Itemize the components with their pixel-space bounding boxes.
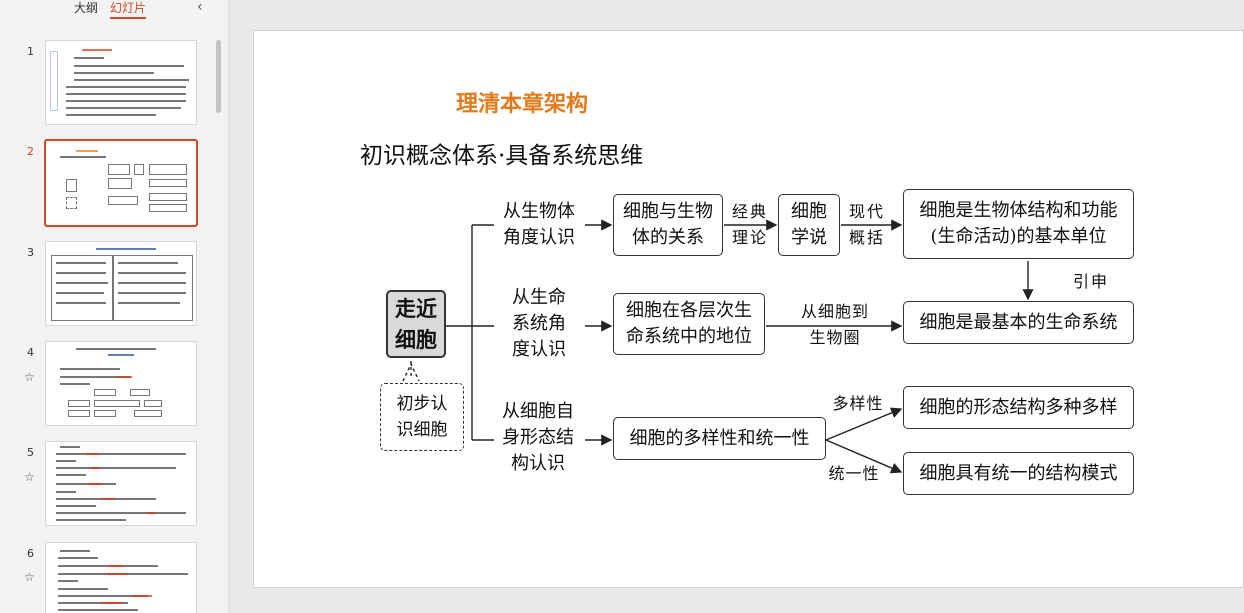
slide-preview[interactable]	[45, 441, 197, 526]
slide-number: 4	[27, 346, 34, 359]
diverse-morphology-node: 细胞的形态结构多种多样	[903, 386, 1134, 429]
slide-number: 5	[27, 446, 34, 459]
basic-life-system-node: 细胞是最基本的生命系统	[903, 301, 1134, 344]
slide-preview[interactable]	[45, 241, 197, 326]
tab-slides[interactable]: 幻灯片	[110, 0, 147, 19]
slide-canvas[interactable]: 理清本章架构 初识概念体系·具备系统思维 走近 细胞 初步认 识细胞 从生物体 …	[253, 30, 1244, 588]
common-structure-node: 细胞具有统一的结构模式	[903, 452, 1134, 495]
panel-tabs: 大纲 幻灯片 ‹	[0, 0, 229, 19]
connector-lines	[402, 219, 1034, 474]
star-icon[interactable]: ☆	[24, 570, 35, 584]
root-node: 走近 细胞	[386, 290, 446, 358]
slide-preview[interactable]	[45, 341, 197, 426]
slide-number: 2	[27, 145, 34, 158]
slide-number: 3	[27, 246, 34, 259]
star-icon[interactable]: ☆	[24, 370, 35, 384]
panel-scrollbar[interactable]	[214, 30, 222, 610]
slide-number: 1	[27, 45, 34, 58]
slide-editor-area: 理清本章架构 初识概念体系·具备系统思维 走近 细胞 初步认 识细胞 从生物体 …	[229, 0, 1244, 613]
slide-thumbnail-panel: 大纲 幻灯片 ‹ 1 2	[0, 0, 229, 613]
cell-theory-node: 细胞 学说	[778, 194, 840, 256]
cell-to-biosphere-label: 从细胞到 生物圈	[800, 302, 869, 347]
branch-life-system-label: 从生命 系统角 度认识	[512, 287, 566, 360]
extend-label: 引申	[1072, 272, 1109, 291]
slide-preview[interactable]	[44, 139, 198, 227]
panel-scrollbar-thumb[interactable]	[216, 40, 221, 113]
branch-morphology-label: 从细胞自 身形态结 构认识	[502, 401, 574, 474]
unity-label: 统一性	[828, 464, 880, 483]
diversity-label: 多样性	[832, 394, 884, 413]
slide-number: 6	[27, 547, 34, 560]
diversity-unity-node: 细胞的多样性和统一性	[613, 417, 826, 460]
basic-unit-node: 细胞是生物体结构和功能 (生命活动)的基本单位	[903, 189, 1134, 259]
modern-summary-label: 现代 概括	[848, 202, 885, 247]
star-icon[interactable]: ☆	[24, 470, 35, 484]
branch-organism-label: 从生物体 角度认识	[503, 201, 575, 248]
collapse-panel-icon[interactable]: ‹	[197, 0, 203, 15]
tab-outline[interactable]: 大纲	[74, 1, 99, 15]
slide-title: 理清本章架构	[456, 91, 589, 117]
slide-preview[interactable]	[45, 542, 197, 613]
intro-node: 初步认 识细胞	[380, 383, 464, 451]
cell-levels-node: 细胞在各层次生 命系统中的地位	[613, 293, 765, 355]
slide-preview[interactable]	[45, 40, 197, 125]
classic-theory-label: 经典 理论	[731, 202, 768, 247]
cell-organism-relation-node: 细胞与生物 体的关系	[613, 194, 723, 256]
slide-subtitle: 初识概念体系·具备系统思维	[360, 143, 644, 169]
